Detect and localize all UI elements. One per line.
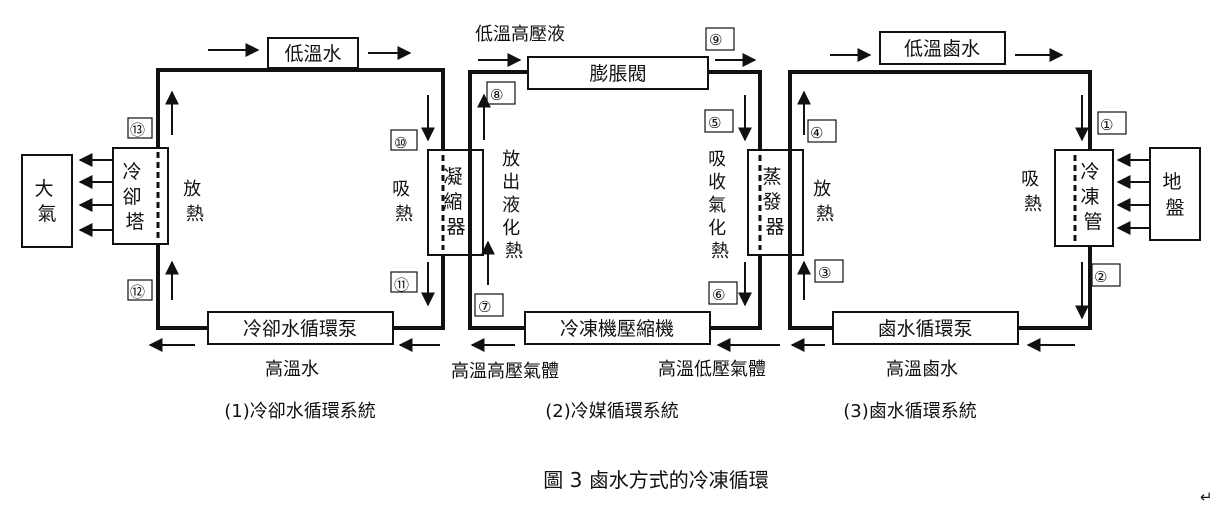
brine-absorb-char-1: 吸: [1021, 169, 1039, 190]
cw-release-char-1: 放: [183, 179, 201, 200]
ref-release-char-1: 放: [502, 149, 520, 170]
ref-release-liquefy: 放 出 液 化 熱: [502, 149, 526, 262]
corner-return-mark: ↵: [1200, 488, 1213, 506]
marker-8: ⑧: [490, 86, 503, 104]
cooling-tower-char-2: 卻: [122, 186, 141, 208]
cooling-tower-char-3: 塔: [125, 211, 144, 233]
brine-loop: [788, 70, 1092, 330]
cooling-tower-label: 冷 卻 塔: [122, 161, 147, 233]
marker-1: ①: [1100, 116, 1113, 134]
condenser-label: 凝 縮 器: [443, 166, 468, 238]
freeze-pipe-label: 冷 凍 管: [1080, 161, 1105, 233]
cw-absorb-heat: 吸 熱: [392, 179, 416, 225]
brine-top-label: 低溫鹵水: [904, 38, 980, 60]
freeze-pipe-char-3: 管: [1083, 211, 1102, 233]
cw-absorb-char-2: 熱: [395, 204, 413, 225]
cw-top-label: 低溫水: [284, 43, 341, 65]
marker-11: ⑪: [394, 276, 409, 294]
marker-5: ⑤: [708, 114, 721, 132]
compressor-label: 冷凍機壓縮機: [560, 318, 674, 340]
cw-bottom-label: 高溫水: [265, 359, 319, 380]
evaporator-char-1: 蒸: [762, 166, 781, 188]
ground-char-1: 地: [1162, 171, 1181, 193]
marker-2: ②: [1094, 268, 1107, 286]
brine-absorb-heat: 吸 熱: [1021, 169, 1045, 215]
ref-release-char-4: 化: [502, 218, 520, 239]
cw-subtitle: (1)冷卻水循環系統: [224, 401, 376, 422]
brine-release-heat: 放 熱: [813, 179, 837, 225]
brine-top-label-box: [879, 31, 1006, 65]
ref-absorb-char-3: 氣: [708, 195, 726, 216]
brine-release-char-1: 放: [813, 179, 831, 200]
ref-release-char-2: 出: [502, 172, 520, 193]
marker-6: ⑥: [712, 286, 725, 304]
cooling-tower-char-1: 冷: [122, 161, 141, 183]
marker-10: ⑩: [394, 134, 407, 152]
cooling-water-pump: [207, 311, 394, 345]
ref-top-label: 低溫高壓液: [475, 24, 565, 45]
atmosphere-char-2: 氣: [37, 203, 56, 225]
ground-box: [1149, 147, 1201, 241]
brine-release-char-2: 熱: [816, 204, 834, 225]
cw-absorb-char-1: 吸: [392, 179, 410, 200]
condenser-char-1: 凝: [443, 166, 462, 188]
condenser-char-3: 器: [446, 216, 465, 238]
expansion-valve: [527, 56, 709, 90]
atmosphere-box: [21, 154, 73, 248]
cw-release-heat: 放 熱: [183, 179, 207, 225]
freeze-pipe-char-2: 凍: [1080, 186, 1099, 208]
marker-7: ⑦: [478, 298, 491, 316]
cw-pump-label: 冷卻水循環泵: [243, 318, 357, 340]
condenser: [427, 149, 484, 256]
marker-4: ④: [810, 124, 823, 142]
marker-3: ③: [818, 264, 831, 282]
brine-subtitle: (3)鹵水循環系統: [843, 401, 977, 422]
freeze-pipe: [1054, 149, 1114, 247]
tower-to-air-arrows: [78, 153, 113, 237]
ground-char-2: 盤: [1165, 197, 1184, 219]
figure-caption: 圖 3 鹵水方式的冷凍循環: [543, 468, 768, 492]
atmosphere-label: 大 氣: [34, 178, 59, 225]
brine-absorb-char-2: 熱: [1024, 194, 1042, 215]
condenser-char-2: 縮: [443, 191, 462, 213]
brine-bottom-label: 高溫鹵水: [886, 359, 958, 380]
marker-9: ⑨: [709, 31, 722, 49]
ref-absorb-vaporize: 吸 收 氣 化 熱: [708, 149, 732, 262]
cw-top-label-box: [267, 37, 359, 69]
ref-bottom-right-label: 高溫低壓氣體: [658, 359, 766, 380]
cw-release-char-2: 熱: [186, 204, 204, 225]
expansion-valve-label: 膨脹閥: [589, 63, 646, 85]
evaporator-label: 蒸 發 器: [762, 166, 787, 238]
atmosphere-char-1: 大: [34, 178, 53, 200]
ref-release-char-3: 液: [502, 195, 520, 216]
ref-bottom-left-label: 高溫高壓氣體: [451, 361, 559, 382]
marker-13: ⑬: [130, 121, 145, 139]
marker-12: ⑫: [130, 283, 145, 301]
ref-absorb-char-1: 吸: [708, 149, 726, 170]
brine-pump: [832, 311, 1019, 345]
ref-release-char-5: 熱: [505, 241, 523, 262]
evaporator-char-3: 器: [765, 216, 784, 238]
evaporator: [747, 149, 804, 256]
ref-absorb-char-5: 熱: [711, 241, 729, 262]
ground-label: 地 盤: [1162, 171, 1187, 219]
compressor: [524, 311, 711, 345]
ground-to-pipe-arrows: [1116, 153, 1150, 235]
evaporator-char-2: 發: [762, 191, 781, 213]
ref-absorb-char-4: 化: [708, 218, 726, 239]
freeze-pipe-char-1: 冷: [1080, 161, 1099, 183]
ref-absorb-char-2: 收: [708, 172, 726, 193]
ref-subtitle: (2)冷媒循環系統: [545, 401, 679, 422]
brine-pump-label: 鹵水循環泵: [877, 318, 972, 340]
